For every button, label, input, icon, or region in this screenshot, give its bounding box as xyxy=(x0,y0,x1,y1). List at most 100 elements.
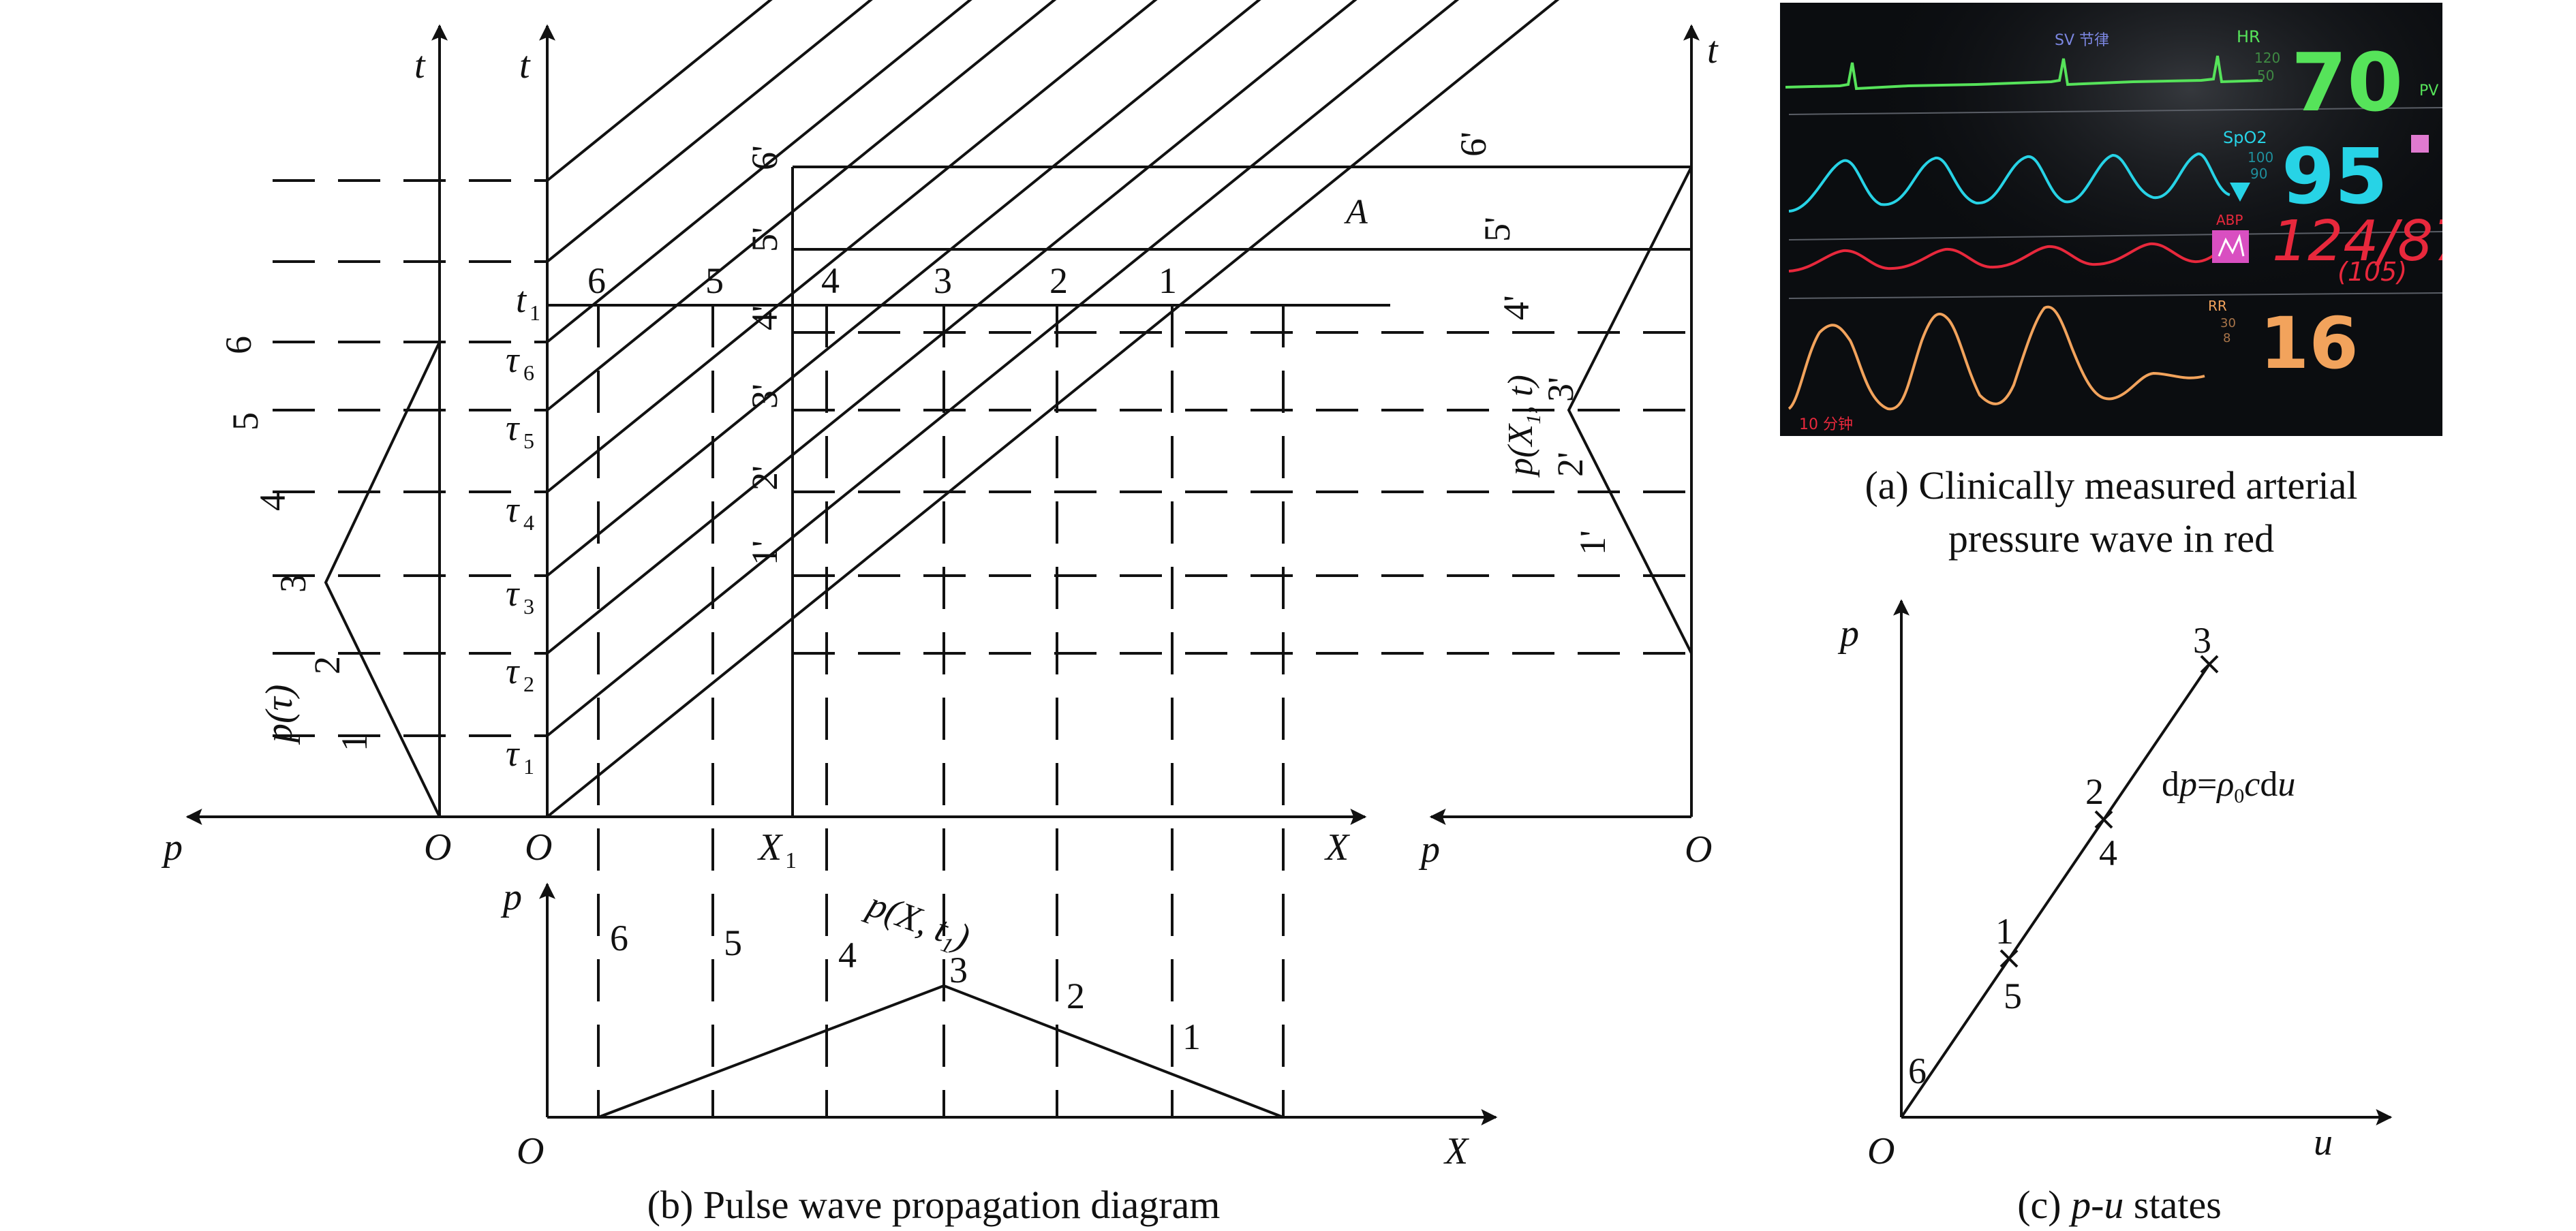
ecg-waveform xyxy=(1785,55,2263,91)
characteristic-line xyxy=(546,0,972,343)
x-axis-main-label: X xyxy=(1324,826,1351,869)
svg-text:τ: τ xyxy=(506,651,520,691)
p-x-t1-label: p(X, t1) xyxy=(860,883,975,959)
equation-dp-label: dp=ρ0cdu xyxy=(2162,765,2295,807)
sv-label: SV 节律 xyxy=(2055,32,2109,49)
svg-text:τ: τ xyxy=(506,733,520,774)
svg-text:τ: τ xyxy=(506,489,520,530)
hr-hi-label: 120 xyxy=(2254,50,2280,66)
svg-text:2': 2' xyxy=(1550,452,1591,477)
pressure-wave-at-x1 xyxy=(1567,166,1693,654)
svg-text:1: 1 xyxy=(785,848,797,873)
prime-left-3: 3' xyxy=(744,384,785,409)
prime-left-6: 6' xyxy=(744,145,785,170)
left-wave-number-6: 6 xyxy=(218,336,259,354)
svg-text:p(τ): p(τ) xyxy=(258,685,301,745)
prime-left-4: 4' xyxy=(744,305,785,330)
spo2-label: SpO2 xyxy=(2223,128,2267,147)
pv-label: PV xyxy=(2419,82,2438,99)
svg-text:t: t xyxy=(516,279,527,320)
svg-text:6': 6' xyxy=(1453,131,1494,157)
caption-b: (b) Pulse wave propagation diagram xyxy=(647,1183,1221,1227)
characteristic-line xyxy=(546,0,1560,818)
t-axis-main-label: t xyxy=(519,44,531,87)
wave-number-bottom-6: 6 xyxy=(610,918,628,959)
state-point-3: 3 xyxy=(2193,620,2211,661)
spo2-pulse-marker-icon xyxy=(2230,183,2250,202)
origin-left-label: O xyxy=(424,826,451,869)
state-point-4: 4 xyxy=(2099,832,2117,873)
svg-text:1': 1' xyxy=(1572,530,1613,555)
state-cross xyxy=(2200,655,2219,674)
patient-monitor-photo: SV 节律 HR 120 50 70 PV SpO2 100 90 95 ABP… xyxy=(1780,3,2442,436)
caption-a-line-2: pressure wave in red xyxy=(1948,516,2274,561)
svg-text:2: 2 xyxy=(523,672,534,696)
rr-waveform xyxy=(1788,305,2205,411)
svg-text:6: 6 xyxy=(218,336,259,354)
prime-left-5: 5' xyxy=(744,227,785,252)
characteristic-line xyxy=(546,0,1057,411)
alarm-bell-glyph xyxy=(2218,234,2245,257)
monitor-divider-2 xyxy=(1788,231,2442,240)
monitor-divider-1 xyxy=(1788,107,2442,115)
left-wave-number-4: 4 xyxy=(252,493,293,511)
characteristic-line xyxy=(546,0,1261,577)
svg-text:5': 5' xyxy=(744,227,785,252)
input-pressure-wave-p-tau xyxy=(324,341,441,817)
spo2-waveform xyxy=(1788,153,2230,213)
svg-text:5: 5 xyxy=(225,412,266,431)
wave-number-bottom-2: 2 xyxy=(1067,976,1085,1016)
wave-number-top-5: 5 xyxy=(705,260,724,301)
p-x1-t-label: p(X1, t) xyxy=(1501,375,1545,478)
spo2-lo-label: 90 xyxy=(2250,166,2267,182)
svg-text:4: 4 xyxy=(523,510,534,535)
monitor-glare xyxy=(1780,3,2442,436)
p-tau-label: p(τ) xyxy=(258,685,301,745)
svg-text:3': 3' xyxy=(744,384,785,409)
caption-c: (c) p-u states xyxy=(2017,1183,2222,1227)
hr-label: HR xyxy=(2237,27,2260,46)
svg-text:5': 5' xyxy=(1477,217,1518,242)
x-axis-bottom-label: X xyxy=(1443,1130,1470,1172)
abp-waveform xyxy=(1788,241,2237,272)
t-axis-right-label: t xyxy=(1707,29,1719,72)
svg-text:1': 1' xyxy=(744,540,785,565)
characteristic-line xyxy=(546,0,873,263)
state-point-2: 2 xyxy=(2085,771,2104,812)
pressure-wave-at-t1 xyxy=(598,984,1284,1119)
monitor-divider-3 xyxy=(1788,292,2442,299)
t-axis-left-label: t xyxy=(414,44,426,87)
wave-number-bottom-5: 5 xyxy=(724,922,742,963)
characteristic-line xyxy=(546,0,1158,493)
state-cross-marks xyxy=(1999,655,2219,968)
wave-number-top-3: 3 xyxy=(934,260,952,301)
prime-right-1: 1' xyxy=(1572,530,1613,555)
prime-left-2: 2' xyxy=(744,465,785,490)
wave-number-top-1: 1 xyxy=(1159,260,1177,301)
hr-lo-label: 50 xyxy=(2257,67,2274,84)
svg-text:τ: τ xyxy=(506,573,520,614)
origin-bottom-label: O xyxy=(517,1130,544,1172)
prime-right-2: 2' xyxy=(1550,452,1591,477)
svg-text:X: X xyxy=(757,826,784,869)
hr-value: 70 xyxy=(2291,35,2403,129)
wave-number-bottom-3: 3 xyxy=(949,950,968,991)
left-wave-number-2: 2 xyxy=(307,656,348,674)
abp-mean-value: (105) xyxy=(2337,257,2407,287)
rr-lo-label: 8 xyxy=(2223,331,2230,345)
svg-text:τ: τ xyxy=(506,407,520,448)
wave-number-bottom-1: 1 xyxy=(1182,1016,1201,1057)
svg-text:1: 1 xyxy=(530,300,540,325)
svg-text:4: 4 xyxy=(252,493,293,511)
svg-text:5: 5 xyxy=(523,428,534,453)
p-axis-right-label: p xyxy=(1418,828,1440,871)
